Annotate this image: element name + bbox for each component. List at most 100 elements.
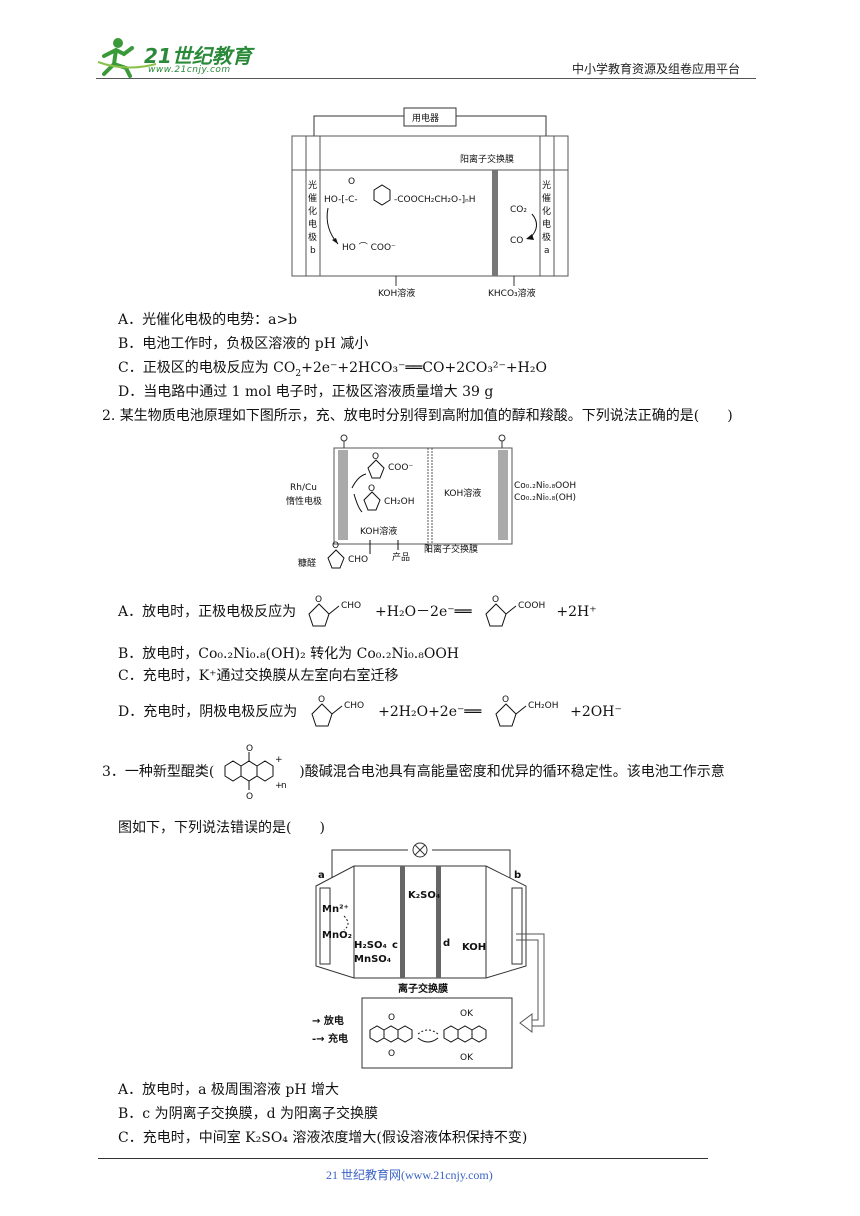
header-right-text: 中小学教育资源及组卷应用平台 [572, 62, 741, 76]
svg-text:O: O [348, 177, 355, 187]
svg-text:O: O [502, 695, 509, 705]
svg-text:O: O [388, 1049, 395, 1059]
svg-text:+: + [275, 755, 283, 765]
svg-text:O: O [315, 595, 322, 605]
q1-option-d: D．当电路中通过 1 mol 电子时，正极区溶液质量增大 39 g [118, 384, 494, 400]
svg-text:CHO: CHO [344, 701, 364, 711]
figure-1-photocatalytic-cell: 用电器 阳离子交换膜 光催化 电极b 光催化 电极a HO-[-C- O -CO… [291, 107, 569, 299]
svg-text:Mn²⁺: Mn²⁺ [322, 904, 349, 915]
runner-logo-icon [97, 38, 157, 78]
anthraquinone-polymer-icon: O O + + n [224, 744, 287, 800]
electrode-b-label: 光催化 电极b [308, 179, 317, 256]
svg-text:b: b [514, 870, 521, 881]
svg-text:MnSO₄: MnSO₄ [354, 954, 391, 965]
svg-text:O: O [246, 744, 253, 754]
svg-text:O: O [372, 452, 379, 462]
q3-option-b: B．c 为阴离子交换膜，d 为阳离子交换膜 [118, 1106, 378, 1122]
svg-text:COO⁻: COO⁻ [388, 463, 413, 473]
svg-text:O: O [318, 695, 325, 705]
q1-option-b: B．电池工作时，负极区溶液的 pH 减小 [118, 336, 369, 352]
koh-solution-label: KOH溶液 [378, 287, 415, 299]
svg-text:催: 催 [308, 192, 317, 204]
furfural-structure-icon: O CHO [308, 595, 361, 627]
svg-text:O: O [246, 792, 253, 800]
membrane-label: 阳离子交换膜 [460, 153, 514, 165]
co-label: CO [510, 236, 523, 246]
svg-text:产品: 产品 [392, 551, 410, 563]
svg-text:极: 极 [542, 231, 551, 243]
polymer-formula: HO-[-C- [324, 195, 358, 205]
hydroquinone-salt-structure-icon: OK OK [443, 1009, 487, 1063]
svg-text:a: a [544, 246, 550, 256]
svg-text:O: O [332, 541, 339, 551]
svg-text:+: + [275, 781, 283, 791]
footer-rule [98, 1158, 708, 1159]
svg-text:KOH溶液: KOH溶液 [444, 487, 481, 499]
svg-text:CHO: CHO [348, 555, 368, 565]
svg-text:O: O [388, 1013, 395, 1023]
svg-text:KOH: KOH [462, 942, 486, 953]
svg-text:光: 光 [542, 179, 551, 191]
logo-url: www.21cnjy.com [148, 65, 231, 75]
svg-text:a: a [318, 870, 325, 881]
svg-text:Co₀.₂Ni₀.₈OOH/: Co₀.₂Ni₀.₈OOH/ [514, 481, 576, 491]
svg-text:电: 电 [542, 218, 551, 230]
svg-text:O: O [368, 484, 375, 494]
q2-option-d: D．充电时，阴极电极反应为 O CHO +2H₂O+2e⁻══ O CH₂OH … [118, 692, 622, 732]
q3-option-c: C．充电时，中间室 K₂SO₄ 溶液浓度增大(假设溶液体积保持不变) [118, 1130, 528, 1146]
svg-text:b: b [310, 246, 316, 256]
svg-text:CH₂OH: CH₂OH [528, 701, 559, 711]
q2-stem: 2. 某生物质电池原理如下图所示，充、放电时分别得到高附加值的醇和羧酸。下列说法… [102, 408, 733, 424]
svg-text:COOH: COOH [518, 601, 545, 611]
svg-text:化: 化 [308, 205, 317, 217]
svg-text:-→ 充电: -→ 充电 [312, 1032, 348, 1045]
q3-option-a: A．放电时，a 极周围溶液 pH 增大 [118, 1082, 339, 1098]
furfuryl-alcohol-structure-icon: O CH₂OH [495, 695, 559, 727]
svg-text:Rh/Cu: Rh/Cu [290, 483, 317, 493]
khco3-solution-label: KHCO₃溶液 [488, 287, 536, 299]
svg-text:OK: OK [460, 1053, 474, 1063]
svg-text:电: 电 [308, 218, 317, 230]
svg-text:离子交换膜: 离子交换膜 [398, 982, 448, 995]
logo-title: 21世纪教育 [144, 44, 252, 68]
svg-text:糠醛: 糠醛 [298, 557, 316, 569]
q3-stem-line2: 图如下，下列说法错误的是( ) [118, 820, 325, 836]
furoic-acid-structure-icon: O COOH [485, 595, 545, 627]
device-label: 用电器 [412, 112, 439, 124]
svg-text:H₂SO₄: H₂SO₄ [354, 940, 387, 951]
electrode-a-label: 光催化 电极a [542, 179, 551, 256]
svg-text:K₂SO₄: K₂SO₄ [408, 890, 440, 901]
svg-text:催: 催 [542, 192, 551, 204]
q1-option-c: C．正极区的电极反应为 CO2+2e⁻+2HCO₃⁻══CO+2CO₃²⁻+H₂… [118, 360, 547, 379]
site-logo: 21世纪教育 www.21cnjy.com [96, 34, 266, 80]
svg-text:n: n [281, 781, 287, 791]
svg-text:惰性电极: 惰性电极 [286, 495, 322, 507]
svg-text:MnO₂: MnO₂ [322, 930, 352, 941]
svg-text:→ 放电: → 放电 [312, 1014, 344, 1027]
q2-option-b: B．放电时，Co₀.₂Ni₀.₈(OH)₂ 转化为 Co₀.₂Ni₀.₈OOH [118, 646, 460, 662]
svg-text:O: O [492, 595, 499, 605]
svg-text:d: d [443, 938, 450, 949]
product-glycolate: HO ⌒ COO⁻ [342, 242, 396, 253]
svg-text:OK: OK [460, 1009, 474, 1019]
co2-label: CO₂ [510, 205, 527, 215]
figure-2-biomass-cell: Rh/Cu 惰性电极 O COO⁻ O CH₂OH KOH溶液 KOH溶液 Co… [286, 434, 576, 569]
q2-option-c: C．充电时，K⁺通过交换膜从左室向右室迁移 [118, 668, 399, 684]
svg-text:c: c [392, 940, 398, 951]
furfural-structure-icon: O CHO [311, 695, 364, 727]
svg-text:极: 极 [308, 231, 317, 243]
footer-text: 21 世纪教育网(www.21cnjy.com) [326, 1168, 493, 1182]
header-rule [96, 78, 756, 79]
svg-text:Co₀.₂Ni₀.₈(OH)₂: Co₀.₂Ni₀.₈(OH)₂ [514, 493, 576, 503]
svg-text:-COOCH₂CH₂O-]ₙH: -COOCH₂CH₂O-]ₙH [394, 195, 475, 205]
q2-option-a: A．放电时，正极电极反应为 O CHO +H₂O－2e⁻══ O COOH +2… [118, 592, 597, 632]
q3-stem: 3．一种新型醌类( O O + + n )酸碱混合电池具有高能量密度和优异的循环… [102, 744, 725, 800]
svg-text:KOH溶液: KOH溶液 [360, 525, 397, 537]
q1-option-a: A．光催化电极的电势：a>b [118, 312, 298, 328]
svg-text:CHO: CHO [341, 601, 361, 611]
svg-text:化: 化 [542, 205, 551, 217]
svg-text:光: 光 [308, 179, 317, 191]
quinone-structure-icon: O O [369, 1013, 413, 1059]
figure-3-quinone-cell: a b K₂SO₄ Mn²⁺ MnO₂ H₂SO₄ MnSO₄ c d KOH … [312, 842, 545, 1069]
svg-text:阳离子交换膜: 阳离子交换膜 [424, 543, 478, 555]
